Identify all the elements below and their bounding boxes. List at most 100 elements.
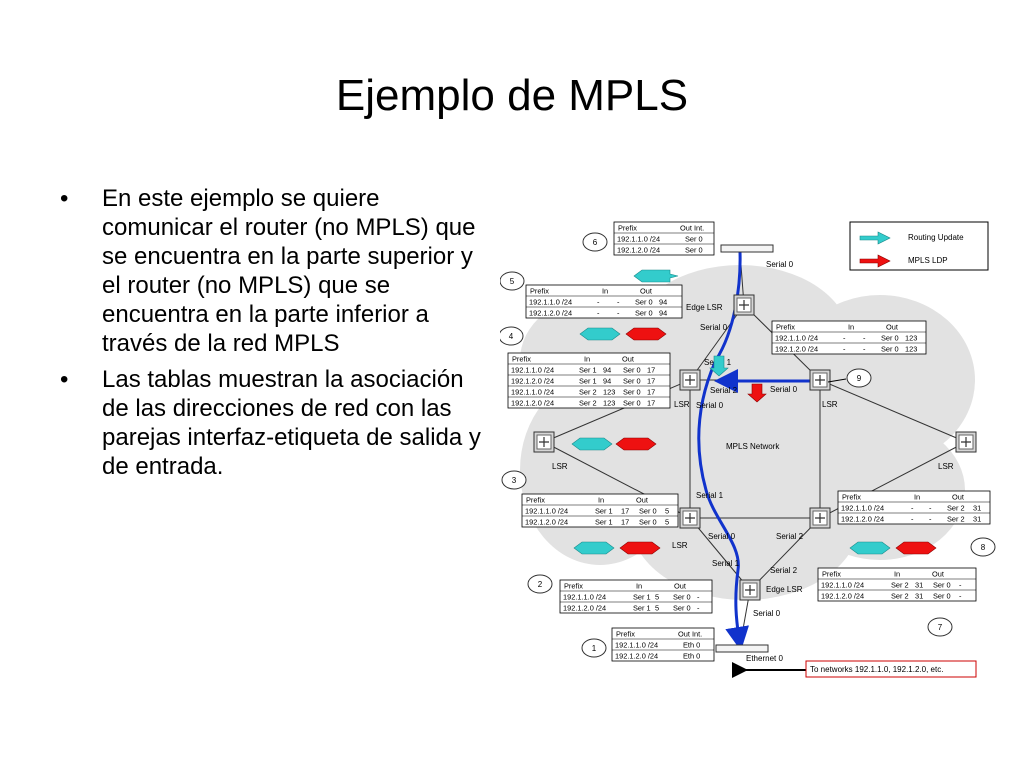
table-cell: 5 [665, 507, 669, 516]
edge-lsr-bottom-label: Edge LSR [766, 585, 803, 594]
iface-label: Serial 0 [696, 401, 724, 410]
table-cell: - [697, 593, 700, 602]
lsr-label: LSR [822, 400, 838, 409]
router-arrows-icon [685, 513, 695, 523]
step-number-7: 7 [927, 617, 953, 637]
lsr-left [533, 431, 555, 453]
table-cell: Ser 0 [623, 399, 641, 408]
lsr-b [809, 369, 831, 391]
table-cell: Ser 0 [881, 334, 899, 343]
table-cell: Ser 0 [933, 592, 951, 601]
link-line [749, 517, 821, 591]
table-cell: 123 [905, 345, 917, 354]
link-line [689, 304, 745, 381]
table-header-cell: Out Int. [680, 224, 704, 233]
mpls-ldp-arrow-icon [625, 327, 667, 341]
table-cell: 17 [621, 518, 629, 527]
table-cell: - [843, 345, 846, 354]
table-header-cell: Out [932, 570, 944, 579]
table-cell: 94 [659, 298, 667, 307]
table-cell: 123 [905, 334, 917, 343]
mpls-ldp-arrow-icon [615, 437, 657, 451]
step-number-5: 5 [500, 271, 525, 291]
step-number-text: 1 [592, 644, 597, 653]
table-cell: 123 [603, 399, 615, 408]
slide-title: Ejemplo de MPLS [335, 71, 689, 120]
iface-label: Serial 0 [700, 323, 728, 332]
table-cell: Ser 0 [685, 235, 703, 244]
note-text: To networks 192.1.1.0, 192.1.2.0, etc. [810, 665, 943, 674]
lsr-label: LSR [674, 400, 690, 409]
table-header-cell: Prefix [776, 323, 795, 332]
table-cell: 192.1.1.0 /24 [617, 235, 660, 244]
table-cell: 94 [603, 366, 611, 375]
bullet-item: •En este ejemplo se quiere comunicar el … [60, 184, 492, 358]
step-number-text: 9 [857, 374, 862, 383]
table-cell: 192.1.1.0 /24 [775, 334, 818, 343]
link-line [689, 517, 751, 591]
table-cell: 94 [603, 377, 611, 386]
table-cell: 192.1.1.0 /24 [529, 298, 572, 307]
mpls-ldp-arrow-icon [859, 254, 891, 268]
table-header-cell: Out Int. [678, 630, 702, 639]
table-cell: 192.1.1.0 /24 [821, 581, 864, 590]
table-cell: Ser 1 [595, 507, 613, 516]
bullet-dot-icon: • [60, 185, 69, 212]
table-border [559, 579, 713, 614]
table-cell: 192.1.2.0 /24 [511, 399, 554, 408]
table-header-cell: In [848, 323, 854, 332]
table-header-cell: Prefix [564, 582, 583, 591]
table-header-cell: Prefix [618, 224, 637, 233]
lsp-path [697, 251, 820, 651]
iface-label: Serial 1 [712, 559, 740, 568]
table-cell: 192.1.2.0 /24 [529, 309, 572, 318]
bullet-item: •Las tablas muestran la asociación de la… [60, 365, 492, 481]
step-number-6: 6 [582, 232, 608, 252]
step-number-1: 1 [581, 638, 607, 658]
lsr-label: LSR [552, 462, 568, 471]
table-cell: 192.1.1.0 /24 [525, 507, 568, 516]
routing-update-arrow-icon [579, 327, 621, 341]
table-cell: 17 [647, 399, 655, 408]
table-cell: - [597, 298, 600, 307]
table-border [837, 490, 991, 525]
table-cell: - [929, 515, 932, 524]
table-cell: 192.1.2.0 /24 [775, 345, 818, 354]
note-box [805, 660, 977, 678]
table-cell: Eth 0 [683, 641, 700, 650]
bullet-text: Las tablas muestran la asociación de las… [102, 366, 481, 480]
table-border [521, 493, 679, 528]
lsr-label: LSR [672, 541, 688, 550]
table-cell: - [617, 298, 620, 307]
step-pointer [827, 378, 847, 383]
table-cell: - [959, 581, 962, 590]
table-cell: Ser 2 [891, 592, 909, 601]
router-arrows-icon [685, 375, 695, 385]
table-header-cell: Out [640, 287, 652, 296]
step-number-text: 2 [538, 580, 543, 589]
edge-lsr-top-label: Edge LSR [686, 303, 723, 312]
table-cell: 5 [655, 604, 659, 613]
bullet-list: •En este ejemplo se quiere comunicar el … [60, 184, 492, 488]
table-cell: 5 [655, 593, 659, 602]
table-cell: Ser 1 [579, 366, 597, 375]
table-cell: 17 [647, 377, 655, 386]
table-cell: 192.1.2.0 /24 [841, 515, 884, 524]
table-cell: - [911, 515, 914, 524]
router-arrows-icon [739, 300, 749, 310]
mpls-network-label: MPLS Network [726, 442, 780, 451]
table-cell: 31 [915, 592, 923, 601]
router-arrows-icon [745, 585, 755, 595]
table-cell: Ser 0 [673, 604, 691, 613]
table-cell: 192.1.1.0 /24 [841, 504, 884, 513]
table-cell: 17 [621, 507, 629, 516]
table-cell: Ser 2 [947, 515, 965, 524]
lsr-a [679, 369, 701, 391]
table-cell: 192.1.2.0 /24 [821, 592, 864, 601]
step-number-2: 2 [527, 574, 553, 594]
